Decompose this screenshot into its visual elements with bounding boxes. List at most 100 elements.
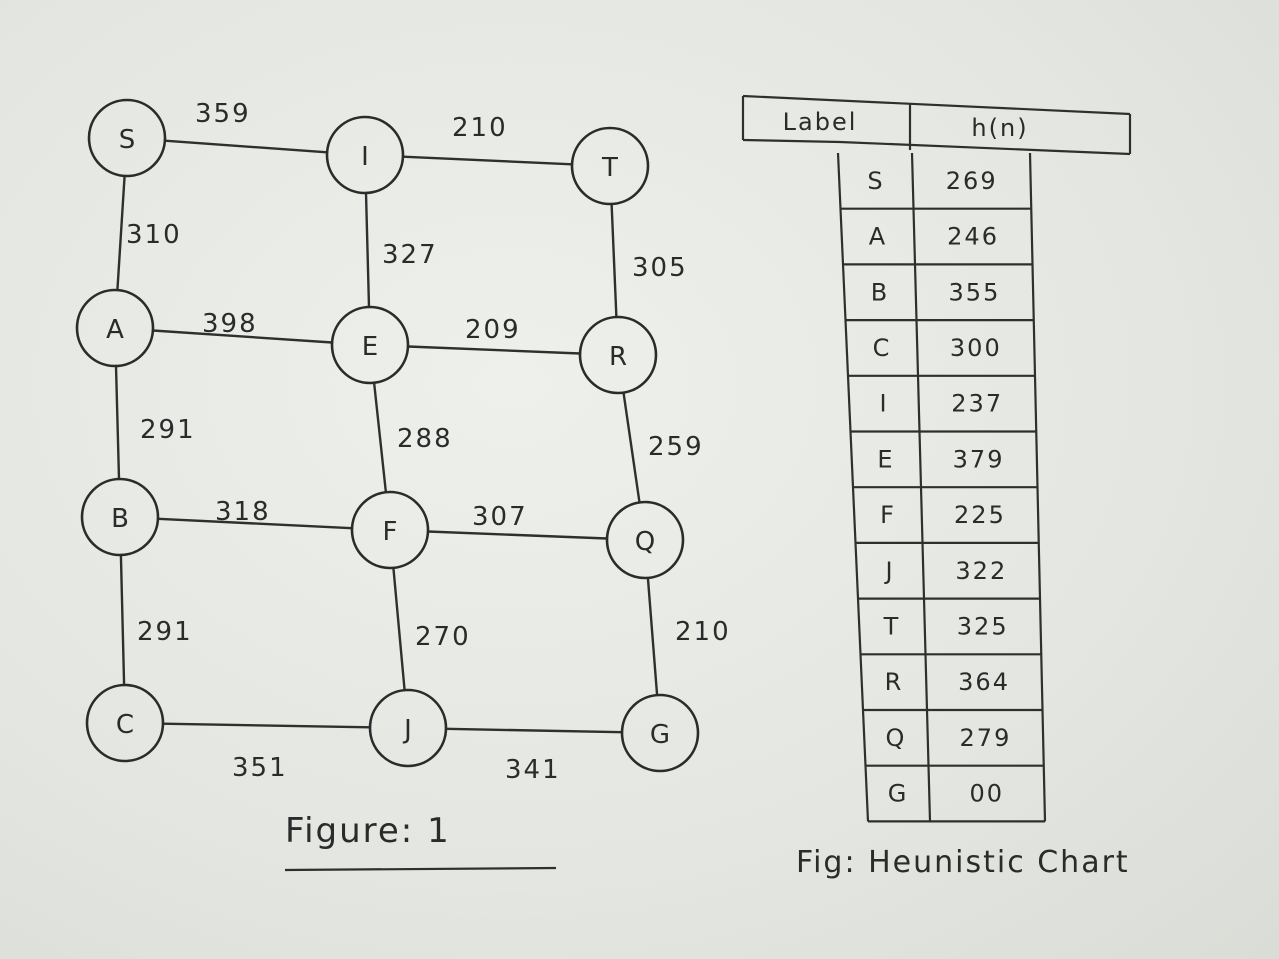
edge-weight-f-j: 270: [415, 622, 471, 652]
node-label: Q: [635, 527, 655, 557]
node-label: S: [119, 125, 136, 155]
table-row: Q 279: [886, 724, 1012, 752]
node-j: J: [368, 688, 448, 768]
node-t: T: [570, 126, 650, 206]
edge-q-g: [646, 576, 659, 697]
node-circle: [350, 490, 430, 570]
table-row: F 225: [880, 501, 1006, 529]
node-e: E: [330, 305, 410, 385]
edge-e-r: [406, 345, 582, 355]
row-heuristic-value: 322: [955, 557, 1007, 585]
row-heuristic-value: 379: [953, 445, 1005, 473]
node-s: S: [87, 98, 167, 178]
node-a: A: [75, 288, 155, 368]
row-label: F: [880, 501, 896, 529]
edge-a-b: [114, 364, 121, 481]
row-label: G: [888, 780, 909, 808]
edge-weight-i-t: 210: [452, 113, 508, 143]
row-heuristic-value: 364: [958, 668, 1010, 696]
node-label: I: [361, 142, 369, 172]
node-circle: [80, 477, 160, 557]
node-circle: [605, 500, 685, 580]
table-row: R 364: [885, 668, 1010, 696]
node-label: T: [601, 153, 618, 183]
row-label: A: [869, 223, 887, 251]
row-label: T: [883, 612, 901, 640]
edge-b-f: [156, 517, 354, 530]
edge-r-q: [622, 391, 641, 504]
node-label: G: [650, 720, 670, 750]
edge-weight-i-e: 327: [382, 240, 438, 270]
table-header-label: Label: [783, 108, 858, 136]
node-c: C: [85, 683, 165, 763]
table-row: J 322: [883, 557, 1007, 585]
node-circle: [85, 683, 165, 763]
row-label: Q: [886, 724, 907, 752]
edge-s-a: [116, 174, 126, 292]
node-label: E: [362, 332, 378, 362]
edge-weight-t-r: 305: [632, 253, 688, 283]
node-circle: [75, 288, 155, 368]
row-heuristic-value: 237: [951, 390, 1003, 418]
table-row: G 00: [888, 780, 1005, 808]
edge-t-r: [610, 202, 618, 319]
row-label: B: [871, 278, 889, 306]
table-grid: [741, 94, 1132, 823]
edge-b-c: [119, 553, 126, 687]
edge-weight-s-i: 359: [195, 99, 251, 129]
table-header-border: [839, 140, 1131, 156]
edge-weight-e-r: 209: [465, 315, 521, 345]
caption-underline: [284, 866, 557, 872]
node-label: C: [116, 710, 134, 740]
row-heuristic-value: 325: [957, 612, 1009, 640]
node-g: G: [620, 693, 700, 773]
row-heuristic-value: 300: [950, 334, 1002, 362]
edges-layer: [114, 139, 659, 734]
row-label: S: [867, 167, 884, 195]
edge-s-i: [163, 139, 329, 154]
table-row: C 300: [873, 334, 1002, 362]
row-heuristic-value: 279: [960, 724, 1012, 752]
table-header-border: [742, 138, 841, 144]
node-circle: [325, 115, 405, 195]
row-label: J: [883, 557, 894, 585]
node-circle: [620, 693, 700, 773]
row-heuristic-value: 00: [970, 780, 1005, 808]
edge-j-g: [444, 727, 624, 734]
node-label: B: [111, 504, 129, 534]
node-label: J: [402, 715, 412, 745]
edge-i-t: [401, 155, 574, 166]
node-circle: [578, 315, 658, 395]
edge-weight-r-q: 259: [648, 432, 704, 462]
edge-e-f: [372, 381, 388, 494]
table-row: B 355: [871, 278, 1001, 306]
node-circle: [570, 126, 650, 206]
row-label: R: [885, 668, 904, 696]
row-heuristic-value: 225: [954, 501, 1006, 529]
node-i: I: [325, 115, 405, 195]
row-heuristic-value: 269: [946, 167, 998, 195]
table-row: S 269: [867, 167, 998, 195]
table-header-border: [742, 94, 1131, 116]
edge-weight-b-f: 318: [215, 497, 271, 527]
edge-weight-f-q: 307: [472, 502, 528, 532]
node-f: F: [350, 490, 430, 570]
edge-weight-e-f: 288: [397, 424, 453, 454]
chart-caption: Fig: Heunistic Chart: [796, 845, 1130, 880]
edge-weight-s-a: 310: [126, 220, 182, 250]
row-heuristic-value: 355: [949, 278, 1001, 306]
edge-a-e: [151, 329, 334, 344]
edge-weight-c-j: 351: [232, 753, 288, 783]
node-circle: [87, 98, 167, 178]
edge-weight-a-e: 398: [202, 309, 258, 339]
node-label: R: [609, 342, 627, 372]
row-label: C: [873, 334, 892, 362]
edge-weight-a-b: 291: [140, 415, 196, 445]
node-b: B: [80, 477, 160, 557]
